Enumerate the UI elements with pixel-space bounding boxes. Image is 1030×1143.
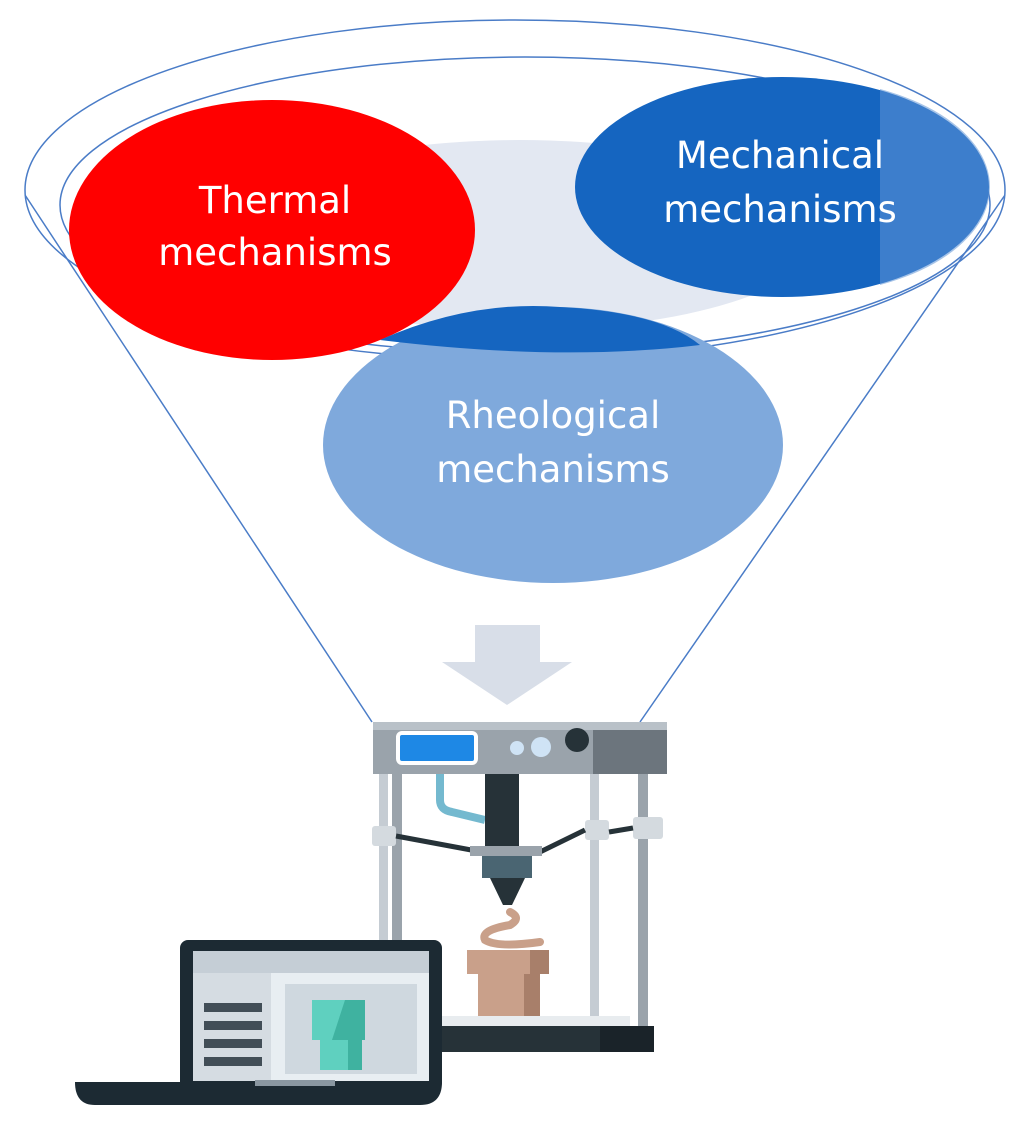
rheological-label-line1: Rheological <box>446 394 661 437</box>
printer-top-side <box>593 722 667 774</box>
printer-knob-icon <box>565 728 589 752</box>
printer-display-icon <box>396 731 478 765</box>
mechanical-label-line1: Mechanical <box>676 134 884 177</box>
laptop-menu-line-2 <box>204 1021 262 1030</box>
thermal-ellipse <box>69 100 475 360</box>
mechanical-highlight <box>880 89 990 285</box>
printer-effector <box>470 846 542 856</box>
3d-printer-icon <box>372 722 667 1052</box>
printer-pillar-left-1 <box>379 774 388 1029</box>
printer-base-side <box>600 1026 654 1052</box>
printer-bed <box>440 1016 630 1028</box>
mechanical-mechanisms-bubble: Mechanical mechanisms <box>575 77 990 297</box>
printer-hotend <box>482 856 532 878</box>
printer-slider-far-right <box>633 817 663 839</box>
printer-button-medium <box>531 737 551 757</box>
extruded-filament <box>480 908 544 949</box>
laptop-menu-line-3 <box>204 1039 262 1048</box>
laptop-keyboard-base <box>75 1082 442 1105</box>
rheological-mechanisms-bubble: Rheological mechanisms <box>323 305 783 583</box>
rheological-overlap <box>380 305 700 353</box>
laptop-menu-line-4 <box>204 1057 262 1066</box>
thermal-label-line2: mechanisms <box>158 231 392 274</box>
down-arrow-icon <box>442 625 572 705</box>
printer-arm-left <box>395 833 483 855</box>
laptop-model-base-shade <box>348 1040 362 1070</box>
laptop-hinge <box>255 1080 335 1086</box>
thermal-label-line1: Thermal <box>198 179 351 222</box>
printer-top-edge <box>373 722 667 730</box>
laptop-icon <box>75 940 442 1105</box>
mechanical-label-line2: mechanisms <box>663 188 897 231</box>
laptop-menu-line-1 <box>204 1003 262 1012</box>
rheological-ellipse <box>323 307 783 583</box>
printer-nozzle-icon <box>490 878 525 905</box>
printer-button-small <box>510 741 524 755</box>
laptop-window-bar <box>193 951 429 973</box>
printer-slider-right <box>585 820 609 840</box>
print-object-base-shade <box>524 974 540 1016</box>
laptop-model-shade <box>332 1000 365 1040</box>
rheological-label-line2: mechanisms <box>436 448 670 491</box>
thermal-mechanisms-bubble: Thermal mechanisms <box>69 100 475 360</box>
printer-slider-left <box>372 826 396 846</box>
printer-pillar-right-1 <box>590 774 599 1029</box>
printer-pillar-right-2 <box>638 774 648 1029</box>
printer-arm-right <box>538 827 587 855</box>
printer-pillar-left-2 <box>392 774 402 1029</box>
printer-carriage <box>485 774 519 846</box>
printer-arm-far <box>608 825 634 835</box>
print-object-top-shade <box>530 950 549 974</box>
funnel-left-edge <box>24 194 373 723</box>
funnel-right-edge <box>639 194 1006 723</box>
filament-tube <box>436 774 486 824</box>
